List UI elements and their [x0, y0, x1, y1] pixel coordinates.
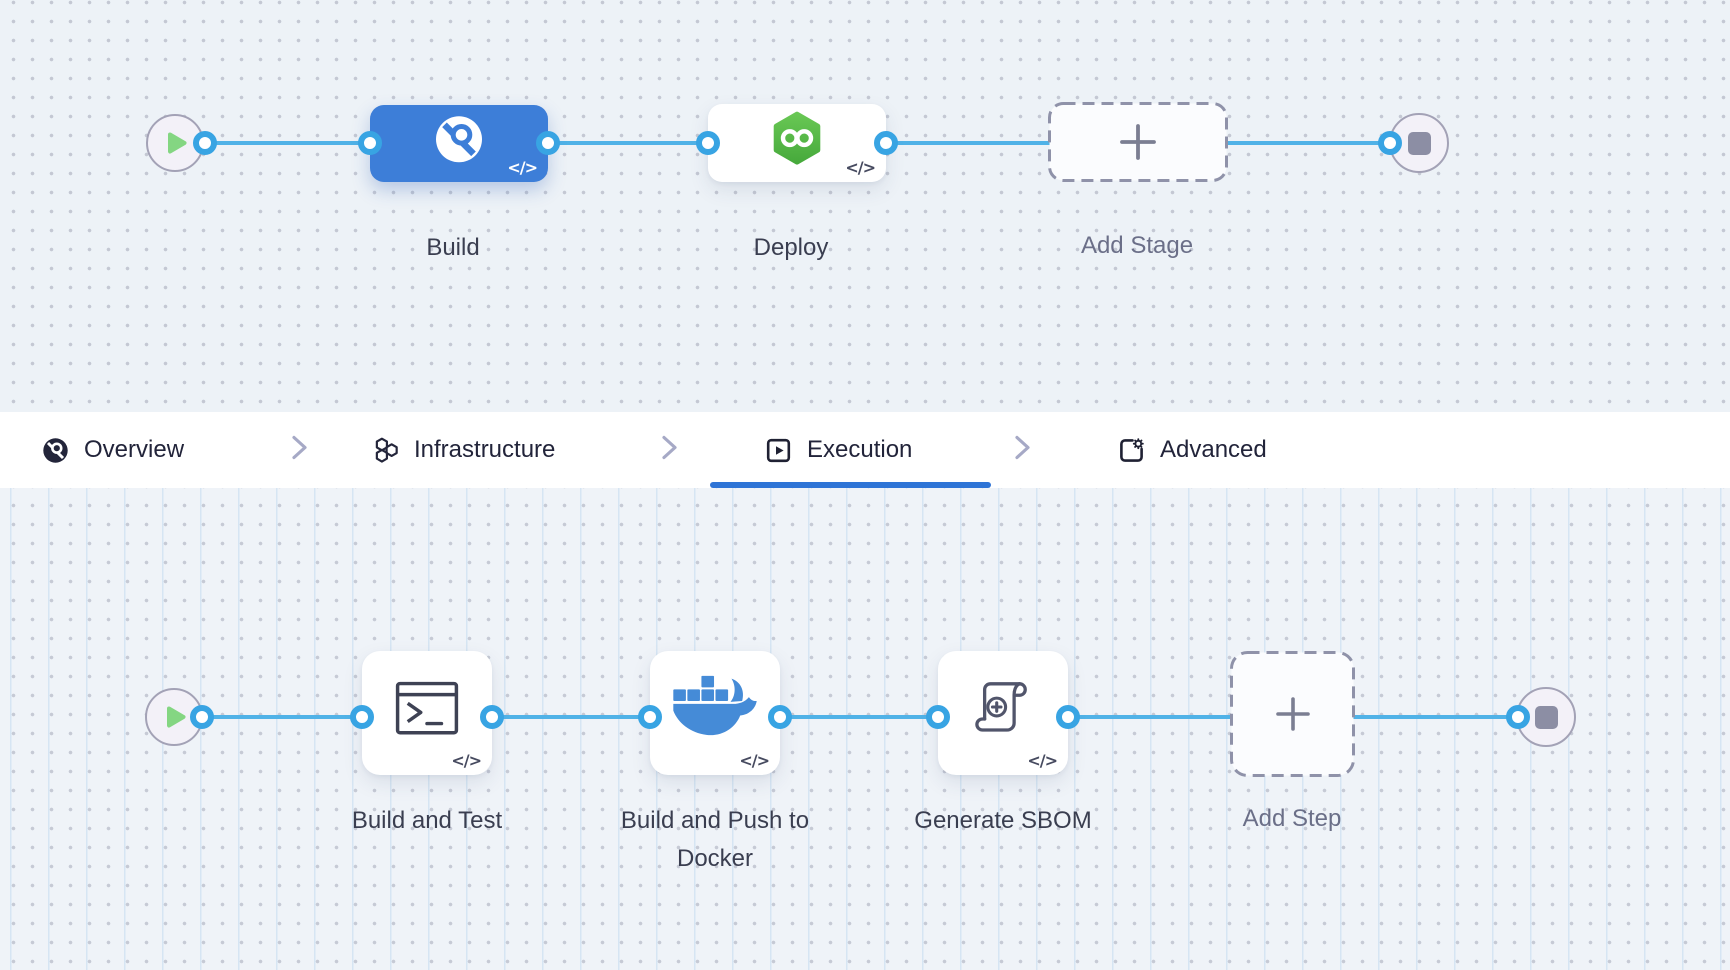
- connector-port[interactable]: [536, 131, 560, 155]
- code-view-badge: </>: [1027, 751, 1058, 770]
- connector-port[interactable]: [926, 705, 950, 729]
- plus-icon: [1275, 696, 1311, 732]
- step-card-build-and-test[interactable]: </>: [362, 651, 492, 775]
- connector-port[interactable]: [874, 131, 898, 155]
- execution-steps-canvas[interactable]: </> </>: [0, 488, 1730, 970]
- connector-port[interactable]: [696, 131, 720, 155]
- terminal-icon: [395, 681, 459, 740]
- tab-label: Overview: [84, 436, 185, 463]
- code-view-badge: </>: [845, 158, 876, 177]
- connector-port[interactable]: [1056, 705, 1080, 729]
- connector-port[interactable]: [358, 131, 382, 155]
- chevron-right-icon: [1013, 434, 1033, 467]
- stage-card-deploy[interactable]: </>: [708, 104, 886, 182]
- stage-label: Build: [426, 234, 480, 261]
- stop-icon: [1534, 705, 1558, 729]
- connector-port[interactable]: [193, 131, 217, 155]
- harness-cd-icon: [770, 111, 824, 170]
- connector-port[interactable]: [190, 705, 214, 729]
- execution-play-box-icon: [766, 438, 791, 462]
- step-label: Generate SBOM: [914, 807, 1092, 834]
- play-icon: [168, 132, 187, 154]
- step-label: Build and Push to Docker: [620, 807, 810, 872]
- play-icon: [167, 706, 186, 728]
- add-stage-label: Add Stage: [1080, 232, 1194, 259]
- step-card-build-and-push-to-docker[interactable]: </>: [650, 651, 780, 775]
- stage-card-build[interactable]: </>: [370, 105, 548, 182]
- add-step-button[interactable]: [1230, 651, 1355, 777]
- connector-edge: [548, 141, 708, 145]
- overview-pipeline-icon: [43, 437, 68, 463]
- active-tab-indicator: [710, 482, 991, 488]
- connector-port[interactable]: [1378, 131, 1402, 155]
- code-view-badge: </>: [451, 751, 482, 770]
- add-stage-button[interactable]: [1048, 102, 1228, 182]
- tab-label: Infrastructure: [414, 436, 556, 463]
- tab-advanced[interactable]: Advanced: [1118, 412, 1267, 488]
- connector-edge: [202, 715, 362, 719]
- chevron-right-icon: [290, 434, 310, 467]
- advanced-gear-box-icon: [1120, 437, 1144, 462]
- tab-infrastructure[interactable]: Infrastructure: [371, 412, 555, 488]
- connector-port[interactable]: [768, 705, 792, 729]
- connector-port[interactable]: [1506, 705, 1530, 729]
- pipeline-start-node: [146, 114, 204, 172]
- docker-whale-icon: [672, 675, 758, 745]
- connector-port[interactable]: [480, 705, 504, 729]
- step-card-generate-sbom[interactable]: </>: [938, 651, 1068, 775]
- chevron-right-icon: [660, 434, 680, 467]
- connector-port[interactable]: [638, 705, 662, 729]
- harness-ci-icon: [434, 114, 484, 169]
- stage-config-tab-bar: Overview Infrastructure Execution: [0, 412, 1730, 488]
- code-view-badge: </>: [507, 158, 538, 177]
- add-step-label: Add Step: [1242, 805, 1342, 832]
- stop-icon: [1407, 131, 1431, 155]
- sbom-scroll-icon: [974, 679, 1032, 742]
- stage-label: Deploy: [753, 234, 829, 261]
- plus-icon: [1119, 123, 1157, 161]
- connector-edge: [205, 141, 370, 145]
- code-view-badge: </>: [739, 751, 770, 770]
- connector-edge: [780, 715, 938, 719]
- tab-overview[interactable]: Overview: [42, 412, 184, 488]
- step-label: Build and Test: [351, 807, 503, 834]
- tab-execution[interactable]: Execution: [765, 412, 912, 488]
- infrastructure-hexagons-icon: [375, 437, 398, 463]
- tab-label: Execution: [807, 436, 913, 463]
- stage-pipeline-canvas[interactable]: </> </>: [0, 0, 1730, 412]
- connector-port[interactable]: [350, 705, 374, 729]
- tab-label: Advanced: [1160, 436, 1267, 463]
- connector-edge: [492, 715, 650, 719]
